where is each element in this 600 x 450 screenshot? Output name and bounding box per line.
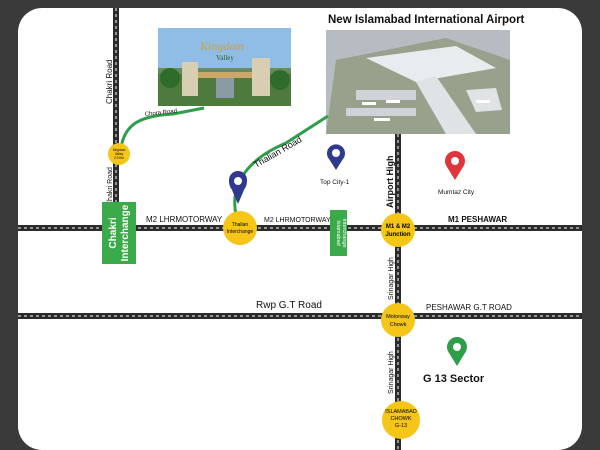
srinagar-high-label-2: Srinagar High — [388, 351, 395, 394]
map-card: Kingdom Valley New Islamabad Internation… — [18, 8, 582, 450]
m1-peshawar-label: M1 PESHAWAR — [448, 215, 507, 224]
chora-road-label: Chora Road — [145, 109, 178, 118]
airport-high-label: Airport High — [385, 156, 395, 209]
m2-right-label: M2 LHRMOTORWAY — [264, 217, 331, 224]
mumtaz-city-pin[interactable] — [445, 151, 466, 180]
svg-text:Chowk: Chowk — [390, 322, 407, 328]
thalian-road-label: Thalian Road — [252, 134, 303, 169]
svg-text:Interchange: Interchange — [120, 204, 131, 261]
airport-caption: New Islamabad International Airport — [328, 14, 525, 26]
mumtaz-city-label: Mumtaz City — [438, 189, 475, 196]
svg-text:Thalian: Thalian — [232, 222, 249, 228]
svg-text:Motorway: Motorway — [386, 314, 410, 320]
kingdom-valley-photo: Kingdom Valley — [158, 28, 291, 106]
kingdom-brand: Kingdom — [199, 39, 244, 53]
chakri-interchange: Chakri Interchange — [102, 202, 136, 264]
thalian-interchange-junction: Thalian Interchange — [223, 211, 257, 245]
kingdom-subtitle: Valley — [216, 54, 234, 62]
g13-label: G 13 Sector — [423, 373, 485, 385]
svg-text:Chakri: Chakri — [108, 217, 119, 248]
svg-text:G-13: G-13 — [395, 423, 407, 429]
svg-text:2.9 Km: 2.9 Km — [114, 156, 124, 160]
m2-left-label: M2 LHRMOTORWAY — [146, 215, 223, 224]
chakri-road-label-top: Chakri Road — [105, 60, 114, 104]
top-city-label: Top City-1 — [320, 179, 350, 186]
svg-text:M1 & M2: M1 & M2 — [386, 224, 411, 230]
svg-text:Interchange: Interchange — [341, 218, 347, 247]
srinagar-high-label-1: Srinagar High — [388, 257, 395, 300]
islamabad-chowk-junction: ISLAMABAD CHOWK G-13 — [382, 401, 420, 439]
svg-text:Valley: Valley — [115, 152, 124, 156]
islamabad-interchange: Islamabad Interchange — [330, 210, 347, 256]
motorway-chowk-junction: Motorway Chowk — [381, 303, 415, 337]
chakri-road-label-bottom: Chakri Road — [107, 167, 114, 206]
m1-m2-junction: M1 & M2 Junction — [381, 213, 415, 247]
thalian-pin[interactable] — [229, 171, 247, 204]
svg-text:Junction: Junction — [386, 232, 411, 238]
svg-text:Islamabad: Islamabad — [335, 220, 341, 245]
airport-photo — [326, 30, 510, 134]
g13-pin[interactable] — [447, 336, 468, 366]
svg-text:Interchange: Interchange — [227, 229, 254, 235]
svg-text:ISLAMABAD: ISLAMABAD — [385, 409, 417, 415]
rwp-gt-road-label: Rwp G.T Road — [256, 300, 322, 311]
top-city-pin[interactable] — [327, 144, 345, 170]
peshawar-gt-road-label: PESHAWAR G.T ROAD — [426, 303, 512, 312]
svg-text:Kingdom: Kingdom — [113, 148, 126, 152]
thalian-road-line — [233, 114, 329, 229]
kingdom-valley-junction: Kingdom Valley 2.9 Km — [108, 143, 130, 165]
svg-text:CHOWK: CHOWK — [390, 416, 411, 422]
